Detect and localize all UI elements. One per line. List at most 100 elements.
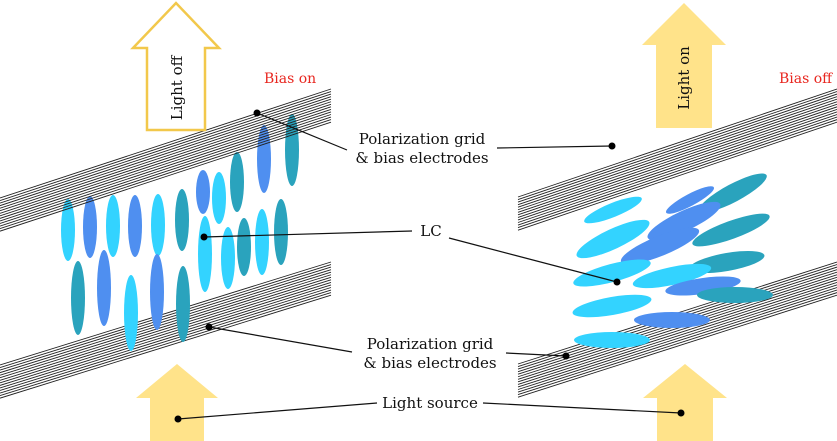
left-bottom-grid-line xyxy=(0,279,332,384)
left-bottom-grid-line xyxy=(0,289,332,394)
left-lc-molecule xyxy=(274,199,288,265)
left-bottom-grid-line xyxy=(0,264,332,368)
left-top-grid-line xyxy=(0,106,332,217)
right-bottom-grid-line xyxy=(517,276,837,380)
right-top-grid-line xyxy=(517,103,837,213)
left-lc-molecule xyxy=(285,114,299,186)
right-top-grid-line xyxy=(517,93,837,203)
left-lc-molecule xyxy=(128,195,142,257)
left-lc-molecule xyxy=(150,254,164,330)
right-lc-molecule xyxy=(697,287,773,303)
left-bottom-polarization-grid xyxy=(0,261,332,399)
left-top-grid-line xyxy=(0,93,332,204)
right-output-arrow: Light on xyxy=(642,3,726,128)
left-lc-molecule xyxy=(151,194,165,256)
right-top-grid-line xyxy=(517,88,837,198)
left-bottom-grid-line xyxy=(0,281,332,386)
right-lc-molecule xyxy=(572,294,652,318)
right-bottom-grid-line xyxy=(517,287,837,390)
left-lc-molecule xyxy=(176,266,190,342)
right-bottom-grid-line xyxy=(517,289,837,393)
left-lc-molecule xyxy=(61,199,75,261)
right-top-grid-line xyxy=(517,108,837,218)
left-bottom-grid-line xyxy=(0,269,332,374)
left-top-grid-line xyxy=(0,103,332,214)
left-top-grid-line xyxy=(0,101,332,212)
left-bottom-grid-line xyxy=(0,274,332,379)
right-top-grid-line xyxy=(517,116,837,226)
right-lc-molecule xyxy=(647,201,721,241)
right-lc-molecule xyxy=(634,312,710,328)
left-lc-molecule xyxy=(237,218,251,276)
left-bottom-grid-line xyxy=(0,284,332,389)
bottom-grid-label-line1: Polarization grid xyxy=(367,335,494,353)
left-lc-molecule xyxy=(196,170,210,214)
right-bottom-grid-line xyxy=(517,281,837,385)
light-source-label: Light source xyxy=(382,394,478,412)
right-lc-molecule xyxy=(692,213,770,247)
left-bottom-grid-line xyxy=(0,266,332,371)
callout-dots xyxy=(174,109,685,423)
bottom-grid-label-line2: & bias electrodes xyxy=(363,354,496,372)
right-top-grid-line xyxy=(517,91,837,200)
left-lc-molecule xyxy=(175,189,189,251)
left-lc-molecules xyxy=(61,114,299,351)
right-lc-molecule xyxy=(576,219,650,259)
bias-off-label: Bias off xyxy=(779,71,833,87)
right-panel: Light on Bias off xyxy=(517,3,837,441)
right-light-source-arrow xyxy=(643,364,727,441)
left-lc-molecule xyxy=(71,261,85,335)
right-lc-molecule xyxy=(620,227,700,265)
left-output-arrow: Light off xyxy=(130,1,222,132)
right-top-grid-line xyxy=(517,101,837,211)
left-top-grid-line xyxy=(0,121,332,232)
right-top-grid-line xyxy=(517,114,837,223)
left-top-grid-line xyxy=(0,98,332,209)
right-bottom-grid-line xyxy=(517,279,837,383)
left-top-grid-line xyxy=(0,96,332,207)
right-top-grid-line xyxy=(517,119,837,229)
top-grid-label-line1: Polarization grid xyxy=(359,130,486,148)
left-bottom-grid-line xyxy=(0,294,332,399)
left-lc-molecule xyxy=(257,125,271,193)
right-top-grid-line xyxy=(517,106,837,216)
right-lc-molecule xyxy=(584,196,642,224)
left-lc-molecule xyxy=(212,172,226,224)
left-lc-molecule xyxy=(198,216,212,292)
left-lc-molecule xyxy=(83,196,97,258)
right-bottom-grid-line xyxy=(517,292,837,396)
left-lc-molecule xyxy=(255,209,269,275)
top-grid-label-line2: & bias electrodes xyxy=(355,149,488,167)
left-bottom-grid-line xyxy=(0,271,332,376)
left-top-grid-line xyxy=(0,111,332,222)
right-top-grid-line xyxy=(517,111,837,221)
left-lc-molecule xyxy=(230,152,244,212)
left-lc-molecule xyxy=(106,195,120,257)
right-lc-molecule xyxy=(665,186,715,214)
left-lc-molecule xyxy=(221,227,235,289)
left-bottom-grid-line xyxy=(0,292,332,397)
right-lc-molecule xyxy=(574,332,650,348)
left-lc-molecule xyxy=(124,275,138,351)
right-top-grid-line xyxy=(517,121,837,231)
light-off-label: Light off xyxy=(168,54,186,120)
bias-on-label: Bias on xyxy=(264,71,316,87)
left-panel: Light off Bias on xyxy=(0,1,332,441)
callout-lines xyxy=(177,112,682,420)
right-lc-molecule xyxy=(632,263,712,289)
left-light-source-arrow xyxy=(136,364,218,441)
right-lc-molecules xyxy=(572,173,773,348)
left-top-polarization-grid xyxy=(0,88,332,232)
left-top-grid-line xyxy=(0,116,332,227)
right-lc-molecule xyxy=(573,259,651,287)
left-top-grid-line xyxy=(0,114,332,224)
left-top-grid-line xyxy=(0,91,332,201)
right-bottom-grid-line xyxy=(517,294,837,398)
left-bottom-grid-line xyxy=(0,276,332,381)
left-bottom-grid-line xyxy=(0,261,332,366)
left-top-grid-line xyxy=(0,108,332,219)
right-top-polarization-grid xyxy=(517,88,837,231)
left-bottom-grid-line xyxy=(0,287,332,391)
